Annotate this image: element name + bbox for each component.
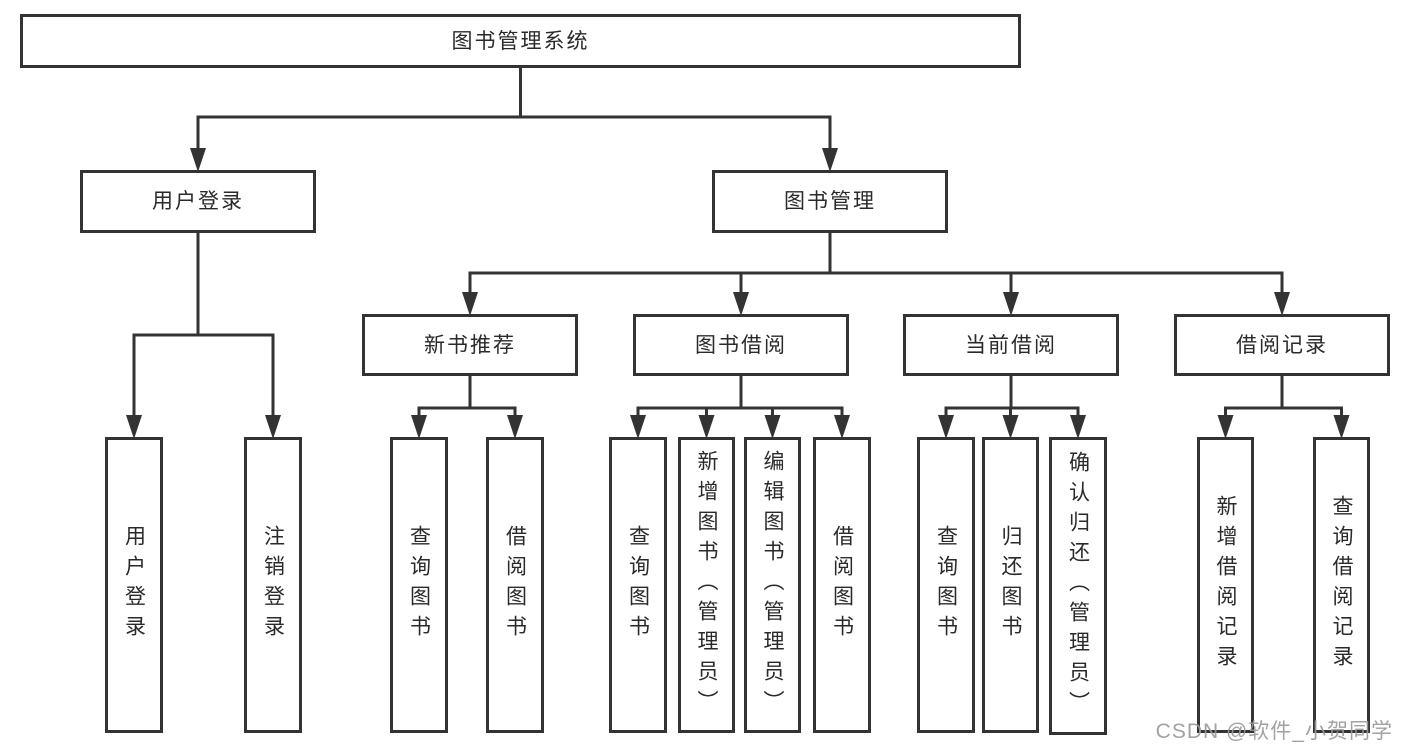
- node-label: 确认归还（管理员）: [1066, 451, 1090, 721]
- node-label: 当前借阅: [965, 333, 1057, 357]
- node-leaf-return-book: 归还图书: [982, 437, 1039, 733]
- node-new-book-rec: 新书推荐: [362, 314, 578, 376]
- node-book-mgmt: 图书管理: [712, 170, 948, 233]
- node-label: 编辑图书（管理员）: [761, 450, 784, 720]
- node-leaf-user-login: 用户登录: [105, 437, 163, 733]
- node-label: 新增借阅记录: [1214, 495, 1237, 675]
- node-leaf-add-book: 新增图书（管理员）: [678, 437, 735, 733]
- node-book-borrow: 图书借阅: [633, 314, 849, 376]
- node-borrow-record: 借阅记录: [1174, 314, 1390, 376]
- node-label: 注销登录: [261, 525, 285, 645]
- node-leaf-query-record: 查询借阅记录: [1313, 437, 1370, 733]
- node-leaf-add-record: 新增借阅记录: [1197, 437, 1254, 733]
- node-current-borrow: 当前借阅: [903, 314, 1119, 376]
- node-label: 借阅图书: [503, 525, 527, 645]
- watermark: CSDN @软件_小贺同学: [1155, 720, 1393, 743]
- node-leaf-logout: 注销登录: [244, 437, 302, 733]
- node-label: 借阅记录: [1236, 333, 1328, 357]
- node-label: 新增图书（管理员）: [695, 450, 718, 720]
- node-label: 图书借阅: [695, 333, 787, 357]
- node-leaf-query-book-3: 查询图书: [917, 437, 975, 733]
- node-leaf-confirm-return: 确认归还（管理员）: [1049, 437, 1107, 735]
- node-leaf-query-book-2: 查询图书: [609, 437, 667, 733]
- node-label: 查询借阅记录: [1330, 495, 1353, 675]
- node-label: 查询图书: [407, 525, 431, 645]
- node-label: 用户登录: [122, 525, 146, 645]
- node-user-login: 用户登录: [80, 170, 316, 233]
- node-label: 用户登录: [152, 190, 244, 213]
- node-label: 查询图书: [626, 525, 650, 645]
- node-leaf-edit-book: 编辑图书（管理员）: [744, 437, 801, 733]
- node-label: 借阅图书: [830, 525, 854, 645]
- node-label: 新书推荐: [424, 333, 516, 357]
- node-label: 图书管理系统: [451, 29, 590, 53]
- node-label: 查询图书: [934, 525, 958, 645]
- node-root: 图书管理系统: [20, 14, 1021, 68]
- node-leaf-borrow-book-1: 借阅图书: [486, 437, 544, 733]
- node-leaf-query-book-1: 查询图书: [390, 437, 448, 733]
- node-label: 图书管理: [784, 190, 876, 213]
- node-label: 归还图书: [999, 525, 1022, 645]
- node-leaf-borrow-book-2: 借阅图书: [813, 437, 871, 733]
